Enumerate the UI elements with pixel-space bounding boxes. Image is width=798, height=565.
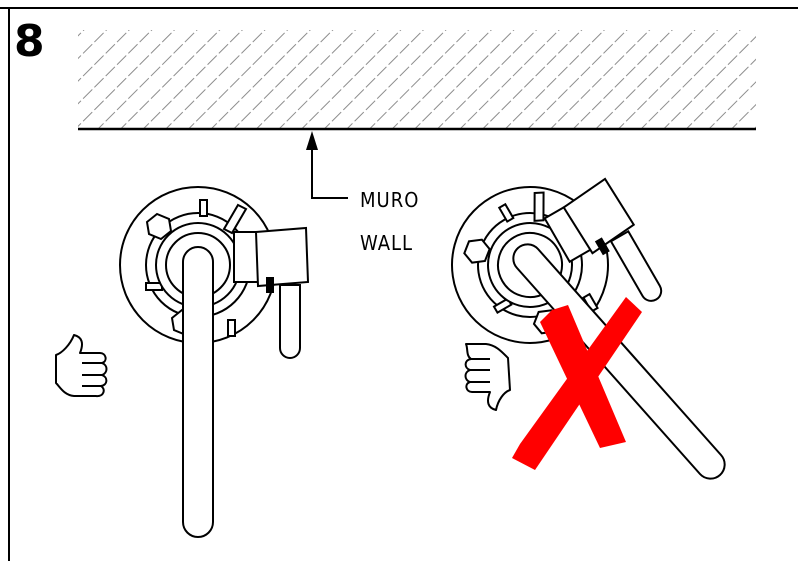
wall-hatch [78,30,756,128]
wrong-mounting [451,177,726,480]
main-lever [182,246,214,538]
thumbs-down-icon [464,343,511,411]
step-number: 8 [14,16,45,67]
wall [78,30,756,131]
thumbs-up-icon [55,334,108,398]
wall-label-italian: MURO [360,188,420,212]
wall-label-english: WALL [360,231,414,255]
side-handle [254,226,310,288]
frame-lines [0,7,798,561]
correct-mounting [119,186,310,538]
main-lever-wrong [512,243,726,480]
wall-leader-arrow [306,131,348,199]
side-lever [279,284,301,359]
red-x-mark-icon [512,297,642,470]
